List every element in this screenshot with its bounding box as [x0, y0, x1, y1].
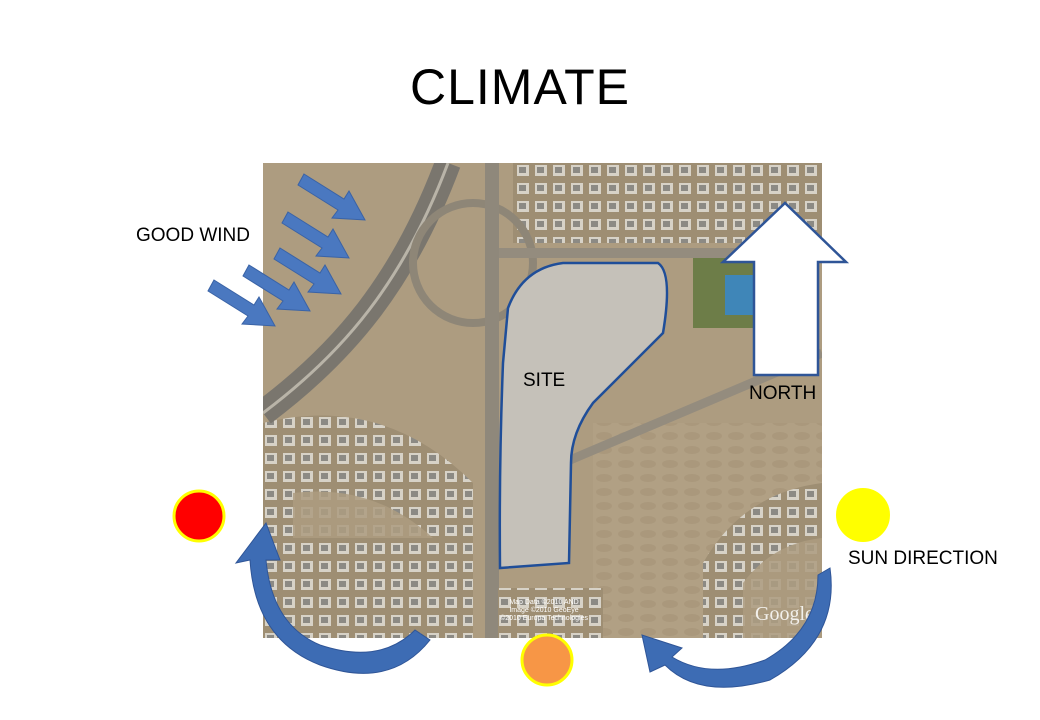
map-credit-line-1: Map Data ©2010 AND [509, 599, 579, 606]
sun-path-arrow-left [234, 521, 431, 674]
site-outline [498, 261, 669, 570]
wind-arrow-5 [207, 279, 276, 327]
wind-arrow-1 [297, 173, 366, 221]
sun-path-arrow-right [641, 567, 832, 688]
map-credit: Map Data ©2010 AND Image ©2010 GeoEye ©2… [499, 599, 589, 623]
map-imagery [263, 163, 822, 638]
satellite-map: Map Data ©2010 AND Image ©2010 GeoEye ©2… [263, 163, 822, 638]
google-logo: Google [755, 603, 814, 625]
sun-direction-label: SUN DIRECTION [848, 548, 998, 569]
sun-noon [520, 633, 574, 687]
wind-arrow-3 [273, 247, 342, 295]
wind-arrows [207, 173, 366, 327]
good-wind-label: GOOD WIND [136, 225, 250, 246]
map-credit-line-2: Image ©2010 GeoEye [509, 607, 579, 614]
sun-evening [836, 488, 890, 542]
wind-arrow-2 [281, 211, 350, 259]
page-title: CLIMATE [410, 59, 630, 115]
north-arrow [719, 201, 850, 377]
wind-arrow-4 [242, 264, 311, 312]
map-credit-line-3: ©2010 Europa Technologies [500, 615, 588, 622]
north-label: NORTH [749, 383, 817, 404]
sun-morning [172, 489, 226, 543]
site-label: SITE [523, 370, 566, 391]
